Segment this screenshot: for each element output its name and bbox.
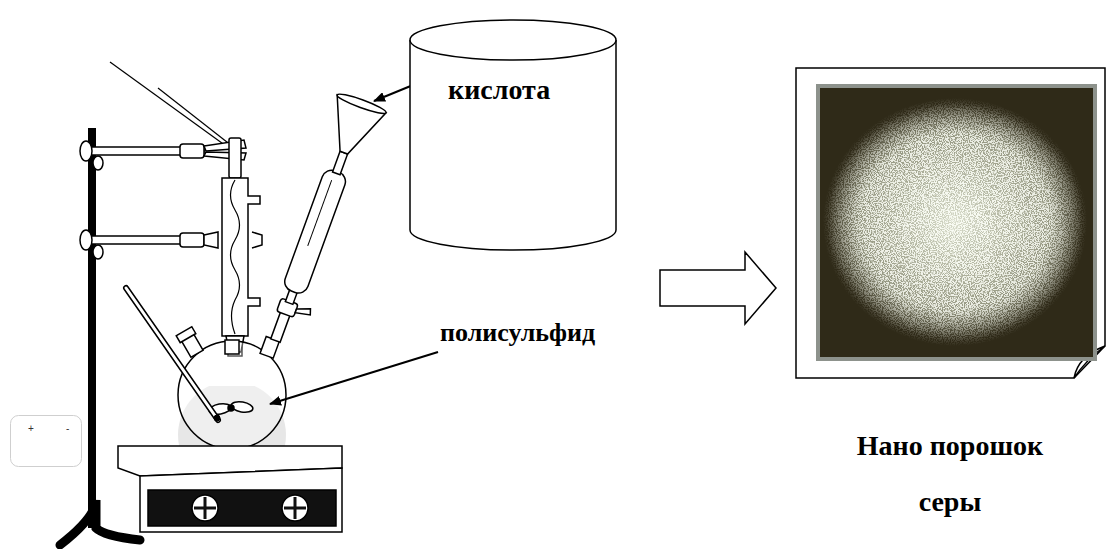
thermometer [126,288,220,421]
condenser [222,138,260,356]
rect-outline [10,415,82,467]
caption-label: Нано порошок серы [840,418,1060,530]
lab-stand [60,128,140,545]
clamp-wires [110,62,232,146]
cylinder-outline [408,18,618,252]
photo-frame [796,68,1105,378]
process-arrow [660,252,776,324]
control-sign: - [66,423,69,434]
polysulfide-leader [270,352,438,404]
top-clamp [80,140,246,170]
dropping-funnel [251,91,387,349]
acid-cylinder: кислота [408,18,618,252]
stirrer-hotplate [118,446,342,532]
callout-label: полисульфид [440,318,595,348]
control-sign: + [28,423,34,434]
node-label: кислота [448,74,550,106]
control-box: +- [10,415,82,467]
